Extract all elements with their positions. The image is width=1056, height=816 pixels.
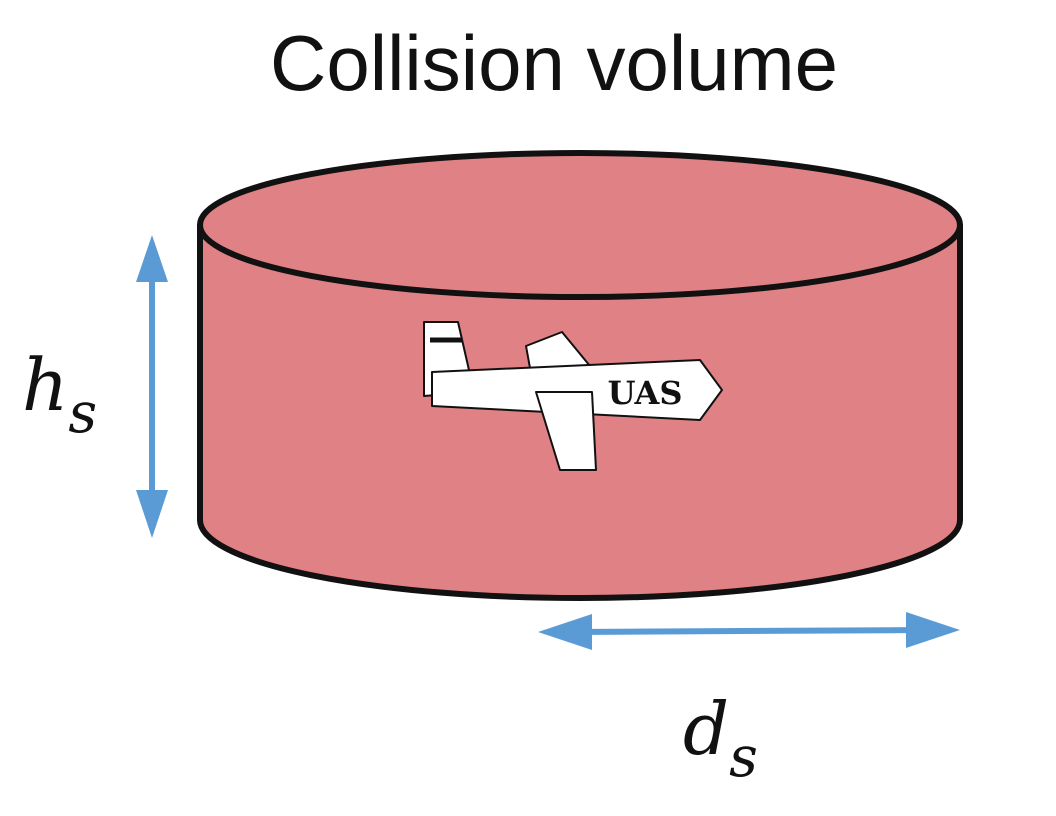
uas-aircraft-icon: UAS xyxy=(423,321,723,471)
diameter-label-subscript: s xyxy=(729,725,758,790)
cylinder-top xyxy=(197,150,963,300)
height-label-base: h xyxy=(22,343,68,427)
height-label-subscript: s xyxy=(68,381,97,446)
height-arrow xyxy=(136,235,168,538)
diameter-arrow xyxy=(538,612,960,650)
diagram-title: Collision volume xyxy=(270,19,838,107)
diameter-label-base: d xyxy=(683,687,729,771)
aircraft-label: UAS xyxy=(608,374,683,412)
height-label: hs xyxy=(22,343,97,446)
diameter-label: ds xyxy=(683,687,758,790)
